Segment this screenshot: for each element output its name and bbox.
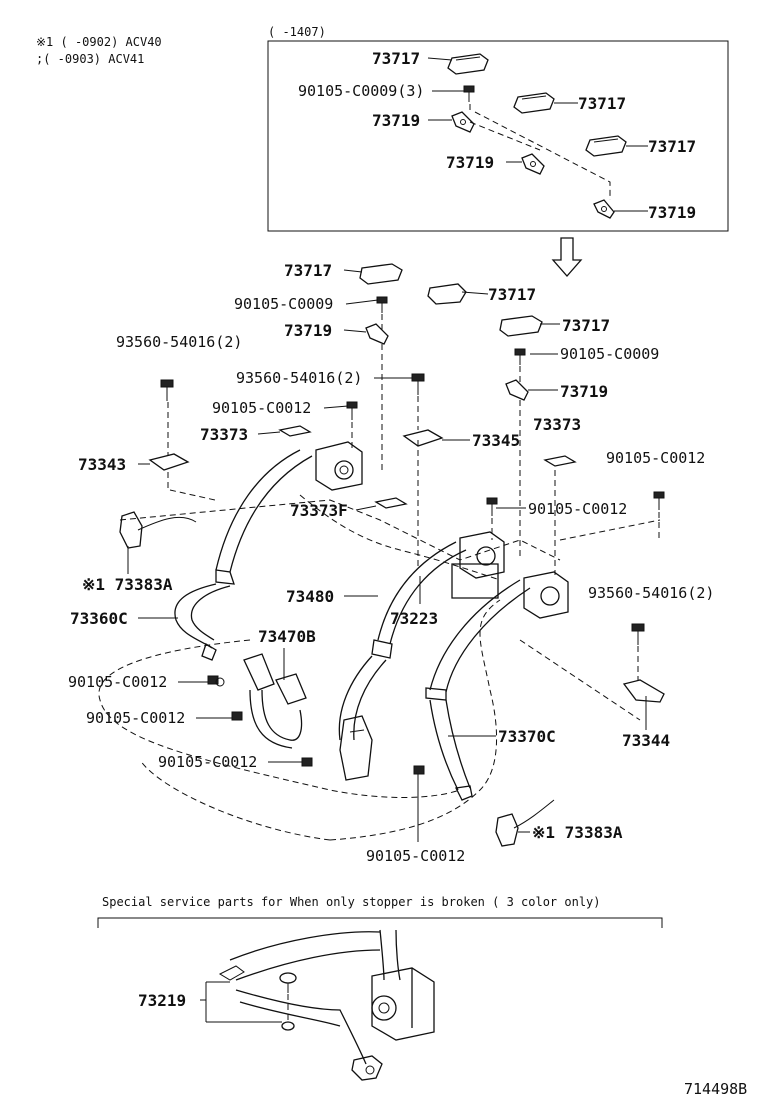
callout-inset-90105-c0009-3: 90105-C0009(3) bbox=[298, 82, 424, 100]
bolt-upper-left bbox=[376, 296, 388, 313]
callout-73719-b: 73719 bbox=[560, 382, 608, 401]
callout-inset-73717-c: 73717 bbox=[648, 137, 696, 156]
callout-73219: 73219 bbox=[138, 991, 186, 1010]
inset-cover-a bbox=[447, 53, 489, 75]
callout-73343: 73343 bbox=[78, 455, 126, 474]
service-stopper-button bbox=[279, 972, 297, 993]
callout-73383a-left: ※1 73383A bbox=[82, 575, 173, 594]
floor-bolt-a bbox=[207, 675, 225, 687]
bolt-93560-left bbox=[160, 379, 174, 401]
retractor-right bbox=[523, 571, 569, 619]
callout-73373f: 73373F bbox=[290, 501, 348, 520]
bolt-93560-mid bbox=[411, 373, 425, 395]
callout-inset-73717-a: 73717 bbox=[372, 49, 420, 68]
bolt-90105-c bbox=[653, 491, 665, 510]
inset-anchor-b bbox=[521, 153, 545, 175]
service-frame bbox=[97, 917, 663, 928]
callout-93560-54016-a: 93560-54016(2) bbox=[116, 333, 242, 351]
plate-73344 bbox=[622, 679, 665, 703]
plate-73345 bbox=[402, 429, 444, 447]
floor-bolt-c bbox=[301, 757, 313, 767]
callout-90105-c0012-b: 90105-C0012 bbox=[606, 449, 705, 467]
note-acv40: ※1 ( -0902) ACV40 bbox=[36, 35, 162, 49]
callout-73373-a: 73373 bbox=[200, 425, 248, 444]
callout-inset-73719-c: 73719 bbox=[648, 203, 696, 222]
inset-frame bbox=[267, 40, 729, 232]
bolt-93560-right bbox=[631, 623, 645, 645]
callout-73480: 73480 bbox=[286, 587, 334, 606]
service-belt bbox=[229, 931, 383, 1081]
callout-73719-a: 73719 bbox=[284, 321, 332, 340]
callout-73373-b: 73373 bbox=[533, 415, 581, 434]
plate-73343 bbox=[148, 453, 190, 471]
anchor-upper-left bbox=[365, 323, 389, 345]
callout-73344: 73344 bbox=[622, 731, 670, 750]
callout-90105-c0012-d: 90105-C0012 bbox=[68, 673, 167, 691]
callout-inset-73717-b: 73717 bbox=[578, 94, 626, 113]
callout-73360c: 73360C bbox=[70, 609, 128, 628]
bolt-90105-a bbox=[346, 401, 358, 420]
callout-inset-73719-b: 73719 bbox=[446, 153, 494, 172]
service-caption: Special service parts for When only stop… bbox=[102, 895, 601, 909]
tongue-73383a-right bbox=[495, 799, 555, 847]
callout-90105-c0012-a: 90105-C0012 bbox=[212, 399, 311, 417]
callout-93560-54016-c: 93560-54016(2) bbox=[588, 584, 714, 602]
callout-90105-c0012-e: 90105-C0012 bbox=[86, 709, 185, 727]
callout-90105-c0009-b: 90105-C0009 bbox=[560, 345, 659, 363]
callout-73370c: 73370C bbox=[498, 727, 556, 746]
callout-73470b: 73470B bbox=[258, 627, 316, 646]
bolt-90105-b bbox=[486, 497, 498, 516]
arrow-down-icon bbox=[551, 237, 583, 277]
callout-73717-b: 73717 bbox=[488, 285, 536, 304]
callout-73345: 73345 bbox=[472, 431, 520, 450]
belt-right bbox=[425, 579, 531, 801]
belt-left bbox=[174, 449, 313, 661]
cover-center bbox=[427, 283, 467, 305]
inset-header: ( -1407) bbox=[268, 25, 326, 39]
tongue-73383a-left bbox=[119, 511, 197, 549]
service-retractor bbox=[371, 929, 435, 1041]
floor-bolt-b bbox=[231, 711, 243, 721]
buckle-73470b bbox=[243, 653, 307, 749]
buckle-center bbox=[339, 715, 373, 781]
callout-73223: 73223 bbox=[390, 609, 438, 628]
inset-anchor-c bbox=[593, 199, 615, 219]
cover-left bbox=[359, 263, 403, 285]
callout-73717-a: 73717 bbox=[284, 261, 332, 280]
inset-cover-c bbox=[585, 135, 627, 157]
plate-73373f bbox=[374, 497, 408, 509]
inset-cover-b bbox=[513, 92, 555, 114]
cover-right bbox=[499, 315, 543, 337]
callout-90105-c0012-c: 90105-C0012 bbox=[528, 500, 627, 518]
belt-center bbox=[338, 541, 467, 741]
floor-bolt-d bbox=[413, 765, 425, 775]
retractor-center bbox=[451, 531, 505, 599]
plate-73373-a bbox=[278, 425, 312, 437]
inset-bolt bbox=[463, 85, 475, 102]
callout-90105-c0012-f: 90105-C0012 bbox=[158, 753, 257, 771]
figure-id: 714498B bbox=[684, 1080, 747, 1098]
callout-93560-54016-b: 93560-54016(2) bbox=[236, 369, 362, 387]
anchor-upper-right bbox=[505, 379, 529, 401]
callout-73383a-right: ※1 73383A bbox=[532, 823, 623, 842]
callout-90105-c0012-g: 90105-C0012 bbox=[366, 847, 465, 865]
plate-73373-b bbox=[543, 455, 577, 467]
inset-anchor-a bbox=[451, 111, 475, 133]
callout-73717-c: 73717 bbox=[562, 316, 610, 335]
callout-90105-c0009-a: 90105-C0009 bbox=[234, 295, 333, 313]
bolt-upper-right bbox=[514, 348, 526, 365]
callout-inset-73719-a: 73719 bbox=[372, 111, 420, 130]
note-acv41: ;( -0903) ACV41 bbox=[36, 52, 144, 66]
retractor-left bbox=[315, 441, 363, 491]
service-stopper-washer bbox=[281, 1021, 295, 1031]
